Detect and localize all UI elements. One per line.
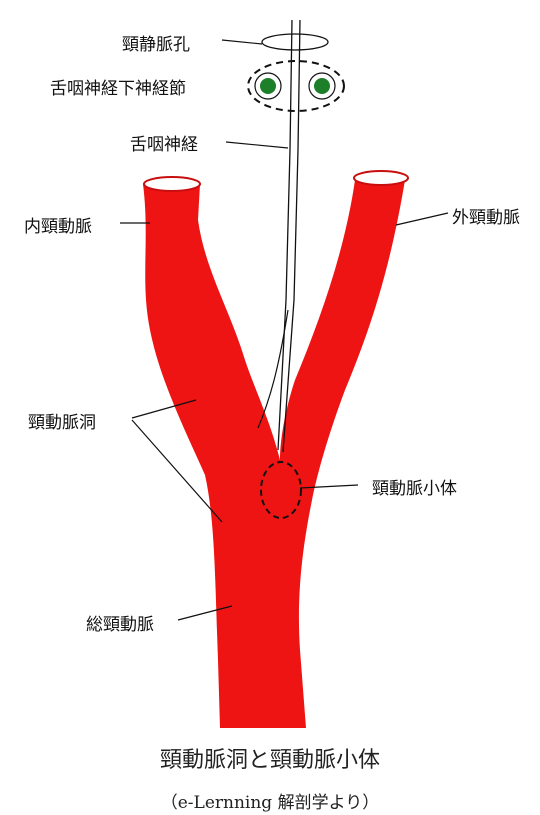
leader-glossopharyngeal (226, 142, 288, 148)
ganglion-left-dot (260, 78, 276, 94)
leader-jugular-foramen (222, 40, 262, 44)
leader-external-carotid (396, 213, 448, 225)
label-external-carotid: 外頸動脈 (452, 203, 520, 228)
label-common-carotid: 総頸動脈 (86, 610, 154, 635)
internal-carotid-opening (144, 177, 200, 191)
figure-title: 頸動脈洞と頸動脈小体 (0, 742, 540, 774)
label-carotid-sinus: 頸動脈洞 (28, 408, 96, 433)
ganglion-right-dot (314, 78, 330, 94)
label-glossopharyngeal-nerve: 舌咽神経 (130, 130, 198, 155)
label-carotid-body: 頸動脈小体 (372, 474, 457, 499)
external-carotid-opening (354, 171, 408, 185)
jugular-foramen-loop (262, 34, 328, 50)
label-ganglion: 舌咽神経下神経節 (50, 74, 186, 99)
carotid-artery-shape (143, 180, 405, 728)
label-jugular-foramen: 頸静脈孔 (122, 30, 190, 55)
figure-credit: （e-Lernning 解剖学より） (0, 788, 540, 813)
label-internal-carotid: 内頸動脈 (24, 212, 92, 237)
